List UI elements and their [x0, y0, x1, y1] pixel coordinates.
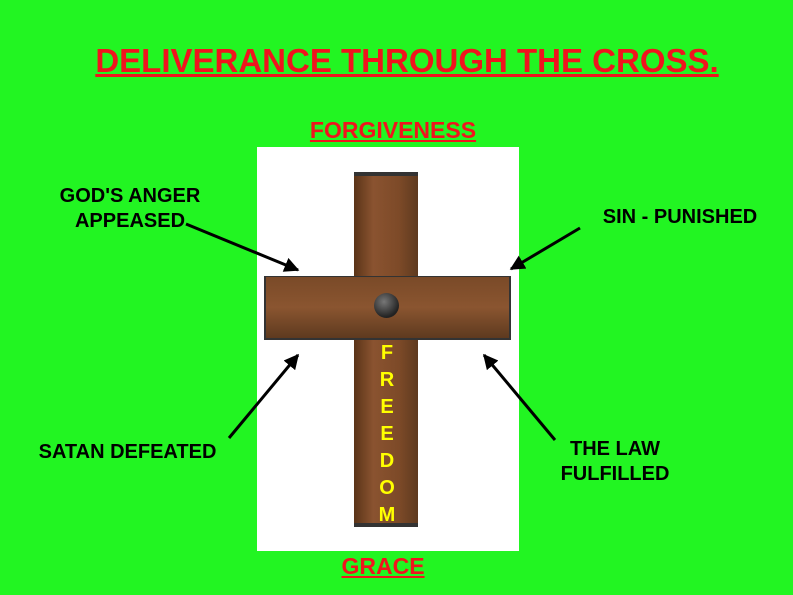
- label-line: APPEASED: [74, 210, 186, 232]
- cross-horizontal-beam: [264, 276, 511, 340]
- letter: E: [380, 423, 394, 445]
- cross-nail: [374, 293, 399, 318]
- satan-defeated-label: SATAN DEFEATED: [38, 441, 217, 463]
- letter: E: [380, 396, 394, 418]
- forgiveness-label: FORGIVENESS: [309, 117, 477, 143]
- freedom-text: F R E E D O M: [372, 340, 402, 529]
- label-line: GOD'S ANGER: [59, 185, 201, 207]
- letter: D: [379, 450, 395, 472]
- label-line: FULFILLED: [560, 463, 670, 485]
- arrow-icon: [227, 353, 300, 439]
- label-line: THE LAW: [570, 438, 660, 460]
- arrow-icon: [509, 226, 581, 271]
- letter: M: [378, 504, 396, 526]
- sin-punished-label: SIN - PUNISHED: [602, 206, 758, 228]
- letter: R: [379, 369, 395, 391]
- letter: O: [379, 477, 395, 499]
- arrow-icon: [185, 222, 300, 272]
- grace-label: GRACE: [341, 553, 425, 579]
- gods-anger-label: GOD'S ANGER APPEASED: [30, 184, 230, 234]
- law-fulfilled-label: THE LAW FULFILLED: [535, 437, 695, 487]
- letter: F: [380, 342, 394, 364]
- cross-vertical-beam: [354, 172, 418, 527]
- arrow-icon: [482, 353, 557, 441]
- slide-title: DELIVERANCE THROUGH THE CROSS.: [95, 42, 719, 79]
